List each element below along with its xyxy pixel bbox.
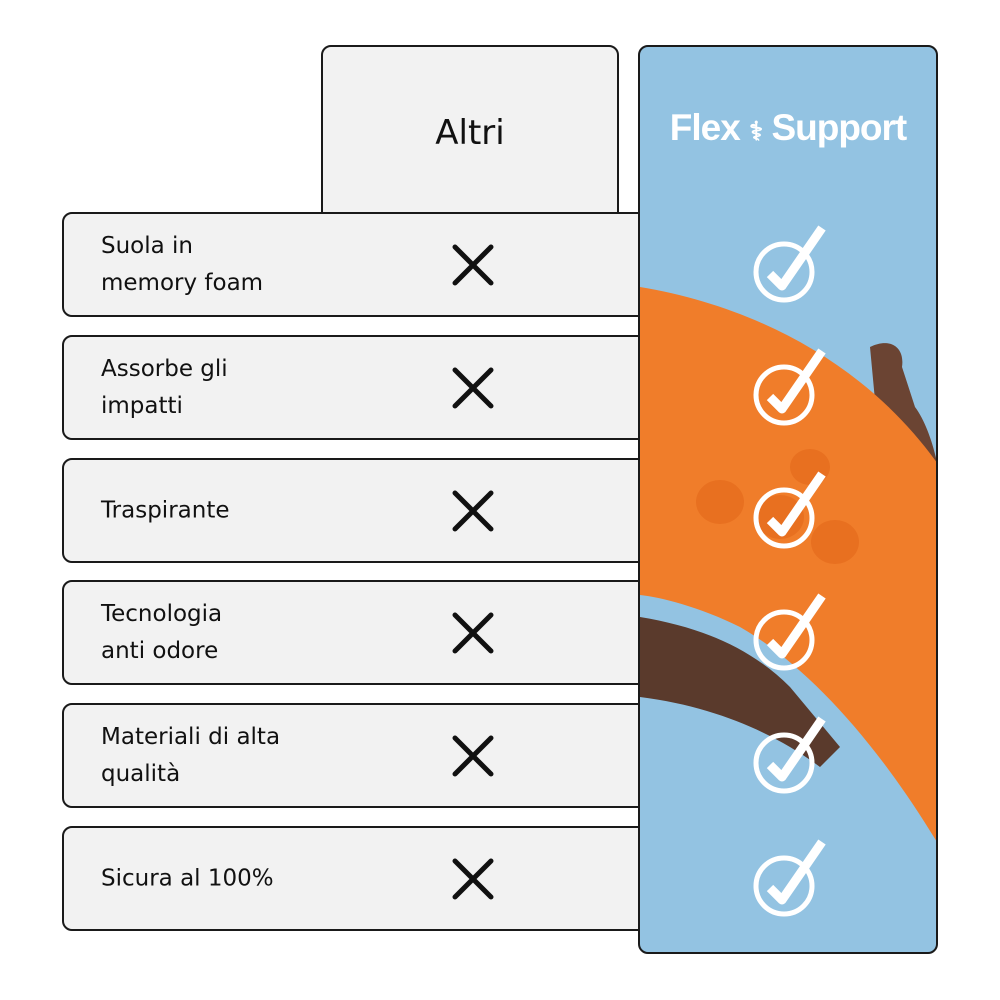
- comparison-row: Assorbe gli impatti: [62, 335, 662, 440]
- insole-photo: [640, 287, 936, 841]
- brand-column: Flex ⚕ Support: [638, 45, 938, 954]
- cross-icon: [452, 490, 494, 531]
- check-icon: [753, 348, 826, 426]
- feature-label: Traspirante: [101, 497, 230, 523]
- others-column-header: Altri: [321, 45, 619, 225]
- feature-label: Assorbe gli impatti: [101, 355, 228, 419]
- cross-icon: [452, 858, 494, 899]
- check-icon: [753, 839, 826, 917]
- feature-label: Tecnologia anti odore: [101, 600, 223, 664]
- comparison-row: Materiali di alta qualità: [62, 703, 662, 808]
- check-icon: [753, 593, 826, 671]
- check-icon: [753, 716, 826, 794]
- cross-icon: [452, 612, 494, 653]
- comparison-row: Sicura al 100%: [62, 826, 662, 931]
- check-icon: [753, 225, 826, 303]
- cross-icon: [452, 367, 494, 408]
- others-title: Altri: [435, 113, 505, 153]
- flex-support-logo: Flex ⚕ Support: [669, 107, 907, 148]
- feature-label: Materiali di alta qualità: [101, 723, 281, 787]
- comparison-row: Tecnologia anti odore: [62, 580, 662, 685]
- comparison-row: Suola in memory foam: [62, 212, 662, 317]
- cross-icon: [452, 735, 494, 776]
- comparison-row: Traspirante: [62, 458, 662, 563]
- feature-label: Suola in memory foam: [101, 232, 264, 296]
- cross-icon: [452, 244, 494, 285]
- feature-label: Sicura al 100%: [101, 865, 274, 891]
- check-icon: [753, 471, 826, 549]
